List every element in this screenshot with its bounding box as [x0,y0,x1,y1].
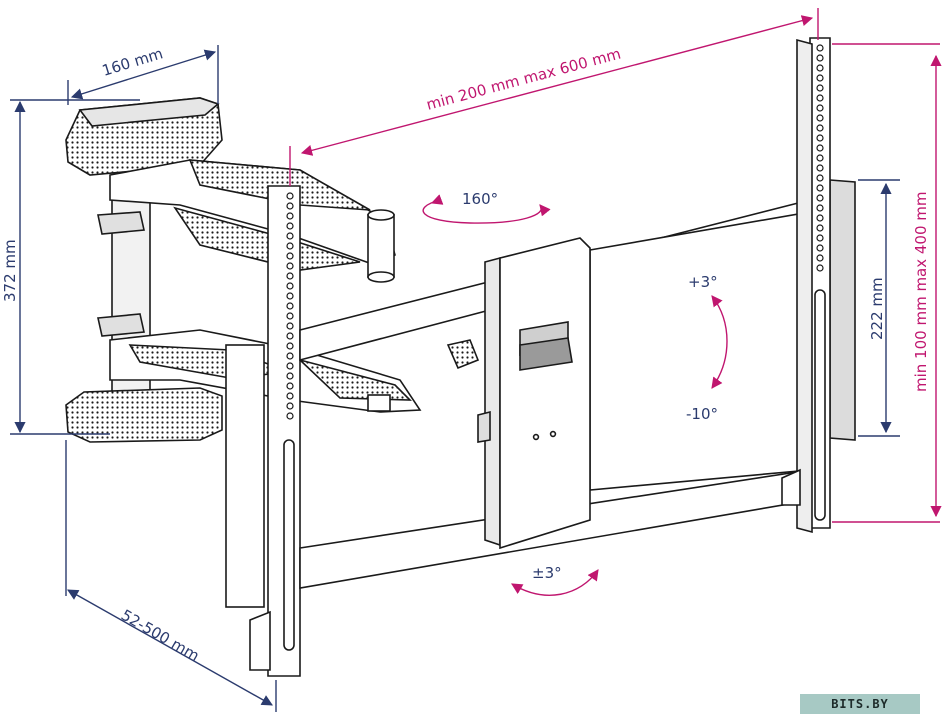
label-depth-range: 52-500 mm [118,606,202,665]
label-level: ±3° [532,564,562,582]
label-swivel: 160° [462,190,498,208]
label-arm-width: 160 mm [100,44,165,80]
dimension-lines-pink [289,8,942,596]
label-horizontal-mounting: min 200 mm max 600 mm [424,45,622,114]
label-tilt-down: -10° [686,405,718,423]
label-wall-plate-height: 222 mm [868,277,886,340]
central-plate [477,237,591,550]
dimension-lines-navy [10,45,900,712]
label-arm-height: 372 mm [1,239,19,302]
swing-arms [109,159,480,413]
wall-plate [65,97,223,443]
tv-rail-right [781,37,856,534]
label-tilt-up: +3° [688,273,718,291]
label-vertical-mounting: min 100 mm max 400 mm [912,191,930,392]
watermark-badge: BITS.BY [800,694,920,714]
